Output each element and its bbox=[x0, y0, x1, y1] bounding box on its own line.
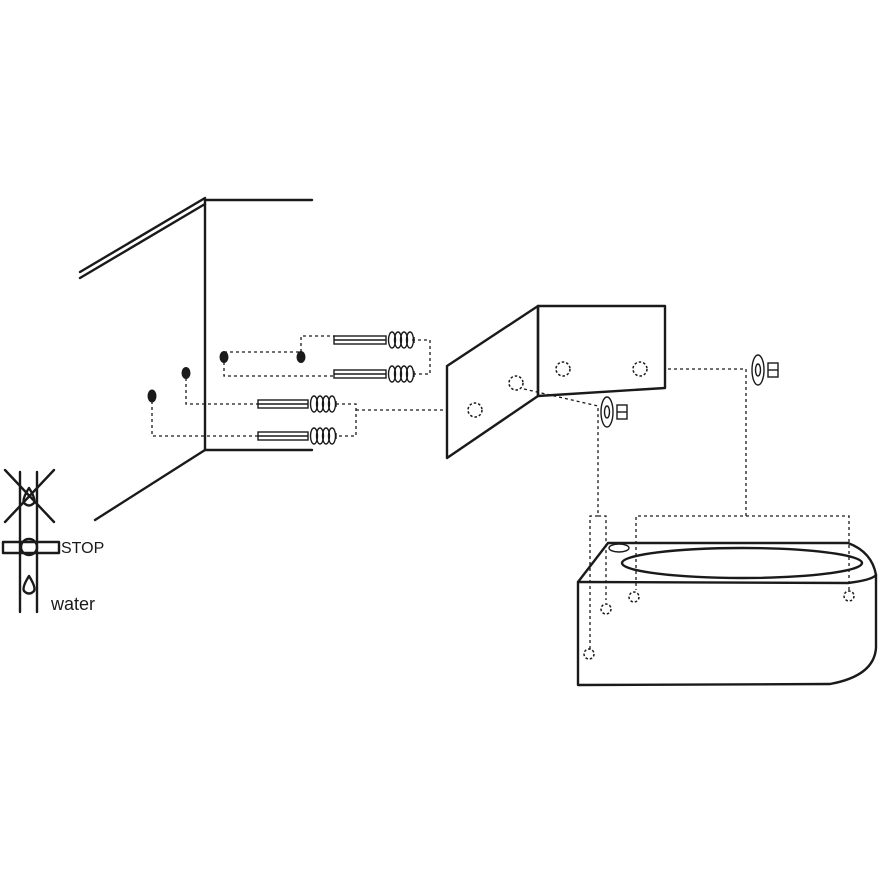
bracket-hole bbox=[508, 375, 524, 391]
tap-hole bbox=[608, 543, 630, 553]
anchor-screw bbox=[257, 395, 337, 413]
bracket-hole bbox=[632, 361, 648, 377]
anchor-screw bbox=[333, 365, 415, 383]
wall-corner bbox=[78, 196, 314, 522]
anchor-screw bbox=[333, 331, 415, 349]
anchor-screw bbox=[257, 427, 337, 445]
wall-guide-lines bbox=[151, 335, 447, 437]
water-label: water bbox=[50, 594, 95, 614]
sink-mount-hole bbox=[583, 648, 595, 660]
sink-mount-hole bbox=[628, 591, 640, 603]
cross-icon bbox=[3, 468, 56, 524]
bracket-hole bbox=[555, 361, 571, 377]
washer-nut bbox=[751, 354, 779, 386]
drill-hole bbox=[219, 351, 229, 363]
water-stop-symbol bbox=[1, 468, 61, 614]
water-drop-icon bbox=[22, 486, 36, 507]
wall-drill-holes bbox=[147, 351, 306, 403]
corner-bracket bbox=[445, 304, 667, 460]
bracket-hole bbox=[467, 402, 483, 418]
sink-mount-hole bbox=[600, 603, 612, 615]
drill-hole bbox=[296, 351, 306, 363]
bracket-guide-lines bbox=[523, 368, 850, 650]
drill-hole bbox=[147, 389, 157, 403]
drill-hole bbox=[181, 367, 191, 379]
water-drop-icon bbox=[22, 574, 36, 595]
stop-label: STOP bbox=[61, 540, 104, 557]
sink-basin bbox=[576, 541, 878, 687]
sink-mount-hole bbox=[843, 590, 855, 602]
washer-nut bbox=[600, 396, 628, 428]
